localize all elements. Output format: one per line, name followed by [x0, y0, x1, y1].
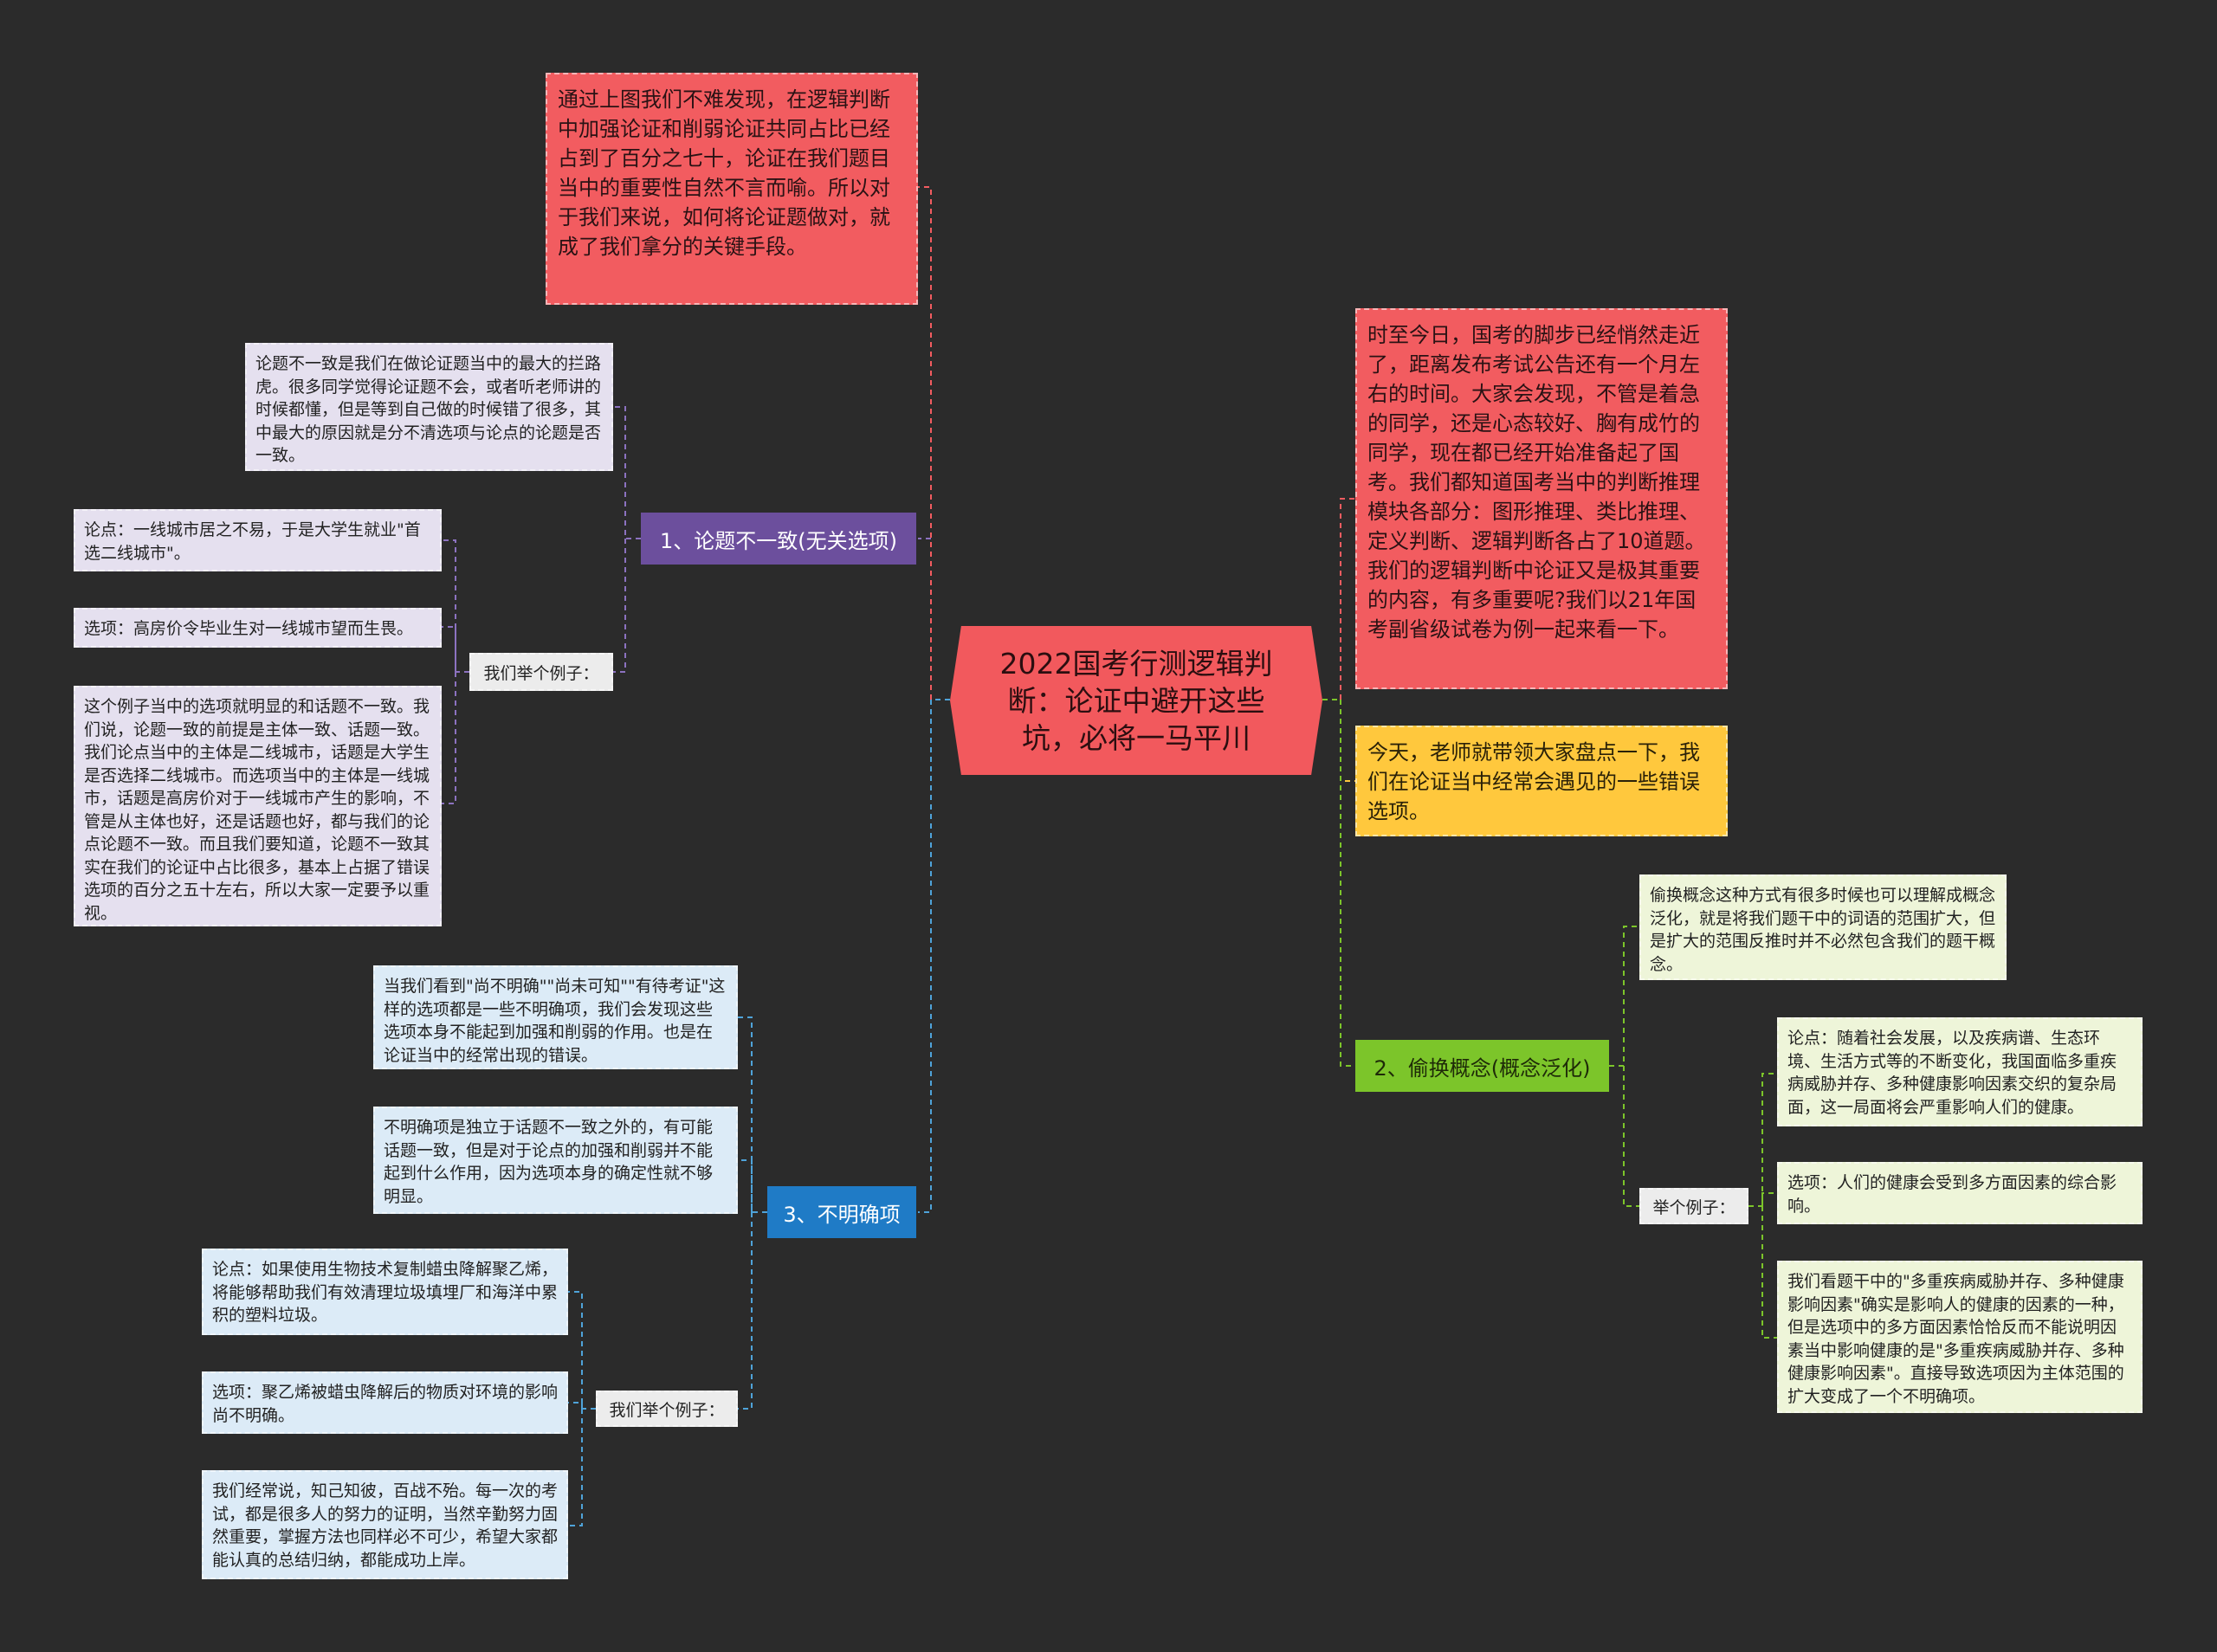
branch-3-example-claim[interactable]: 论点：如果使用生物技术复制蜡虫降解聚乙烯，将能够帮助我们有效清理垃圾填埋厂和海洋… — [202, 1249, 568, 1335]
link-b3-ex1 — [568, 1291, 596, 1410]
link-b2-label — [1623, 1066, 1639, 1207]
branch-2-example-analysis[interactable]: 我们看题干中的"多重疾病威胁并存、多种健康影响因素"确实是影响人的健康的因素的一… — [1777, 1261, 2143, 1413]
link-b2-ex2 — [1761, 1192, 1777, 1206]
central-topic[interactable]: 2022国考行测逻辑判断：论证中避开这些坑，必将一马平川 — [950, 626, 1322, 775]
branch-2-label: 2、偷换概念(概念泛化) — [1374, 1055, 1591, 1081]
top-note[interactable]: 通过上图我们不难发现，在逻辑判断中加强论证和削弱论证共同占比已经占到了百分之七十… — [546, 73, 918, 305]
branch-3-closing[interactable]: 我们经常说，知己知彼，百战不殆。每一次的考试，都是很多人的努力的证明，当然辛勤努… — [202, 1470, 568, 1579]
branch-3-example-option[interactable]: 选项：聚乙烯被蜡虫降解后的物质对环境的影响尚不明确。 — [202, 1371, 568, 1434]
link-left-branch3 — [918, 700, 932, 1213]
link-right-intro — [1340, 498, 1355, 700]
link-b2-ex3 — [1761, 1206, 1777, 1339]
link-b3-ex3 — [568, 1409, 583, 1526]
link-b2-ex1 — [1748, 1073, 1777, 1207]
branch-1-label: 1、论题不一致(无关选项) — [660, 528, 897, 553]
link-b2-desc — [1609, 926, 1639, 1067]
link-left-trunk-top — [918, 186, 932, 700]
branch-2-topic[interactable]: 2、偷换概念(概念泛化) — [1355, 1040, 1609, 1092]
link-b1-ex1 — [442, 539, 469, 673]
link-right-yellow — [1340, 700, 1355, 782]
branch-1-example-claim[interactable]: 论点：一线城市居之不易，于是大学生就业"首选二线城市"。 — [74, 509, 442, 571]
branch-2-description[interactable]: 偷换概念这种方式有很多时候也可以理解成概念泛化，就是将我们题干中的词语的范围扩大… — [1639, 874, 2007, 980]
branch-2-example-claim[interactable]: 论点：随着社会发展，以及疾病谱、生态环境、生活方式等的不断变化，我国面临多重疾病… — [1777, 1017, 2143, 1126]
branch-3-description-2[interactable]: 不明确项是独立于话题不一致之外的，有可能话题一致，但是对于论点的加强和削弱并不能… — [373, 1107, 738, 1214]
branch-3-topic[interactable]: 3、不明确项 — [767, 1186, 916, 1238]
branch-1-topic[interactable]: 1、论题不一致(无关选项) — [641, 513, 916, 565]
link-b3-desc2 — [738, 1159, 753, 1212]
top-note-text: 通过上图我们不难发现，在逻辑判断中加强论证和削弱论证共同占比已经占到了百分之七十… — [558, 87, 890, 259]
branch-1-example-analysis[interactable]: 这个例子当中的选项就明显的和话题不一致。我们说，论题一致的前提是主体一致、话题一… — [74, 686, 442, 926]
branch-3-example-label[interactable]: 我们举个例子： — [596, 1391, 738, 1427]
branch-1-description[interactable]: 论题不一致是我们在做论证题当中的最大的拦路虎。很多同学觉得论证题不会，或者听老师… — [245, 343, 613, 471]
branch-3-description-1[interactable]: 当我们看到"尚不明确""尚未可知""有待考证"这样的选项都是一些不明确项，我们会… — [373, 965, 738, 1069]
intro-summary-text: 今天，老师就带领大家盘点一下，我们在论证当中经常会遇见的一些错误选项。 — [1367, 740, 1700, 823]
branch-3-label: 3、不明确项 — [783, 1202, 901, 1227]
branch-1-example-label[interactable]: 我们举个例子： — [469, 653, 613, 691]
link-b1-ex3 — [442, 672, 456, 804]
branch-2-example-label[interactable]: 举个例子： — [1639, 1188, 1748, 1224]
intro-note[interactable]: 时至今日，国考的脚步已经悄然走近了，距离发布考试公告还有一个月左右的时间。大家会… — [1355, 308, 1728, 689]
central-topic-text: 2022国考行测逻辑判断：论证中避开这些坑，必将一马平川 — [999, 646, 1273, 755]
intro-summary[interactable]: 今天，老师就带领大家盘点一下，我们在论证当中经常会遇见的一些错误选项。 — [1355, 726, 1728, 836]
link-right-branch2 — [1340, 700, 1355, 1067]
link-b1-desc — [613, 406, 641, 539]
branch-1-example-option[interactable]: 选项：高房价令毕业生对一线城市望而生畏。 — [74, 608, 442, 648]
branch-1-description-text: 论题不一致是我们在做论证题当中的最大的拦路虎。很多同学觉得论证题不会，或者听老师… — [255, 354, 602, 465]
link-b3-label — [738, 1212, 753, 1410]
link-b1-ex2 — [442, 626, 456, 672]
link-b1-label — [613, 539, 626, 673]
link-b3-ex2 — [568, 1402, 583, 1409]
intro-note-text: 时至今日，国考的脚步已经悄然走近了，距离发布考试公告还有一个月左右的时间。大家会… — [1367, 323, 1706, 642]
branch-2-example-option[interactable]: 选项：人们的健康会受到多方面因素的综合影响。 — [1777, 1162, 2143, 1224]
